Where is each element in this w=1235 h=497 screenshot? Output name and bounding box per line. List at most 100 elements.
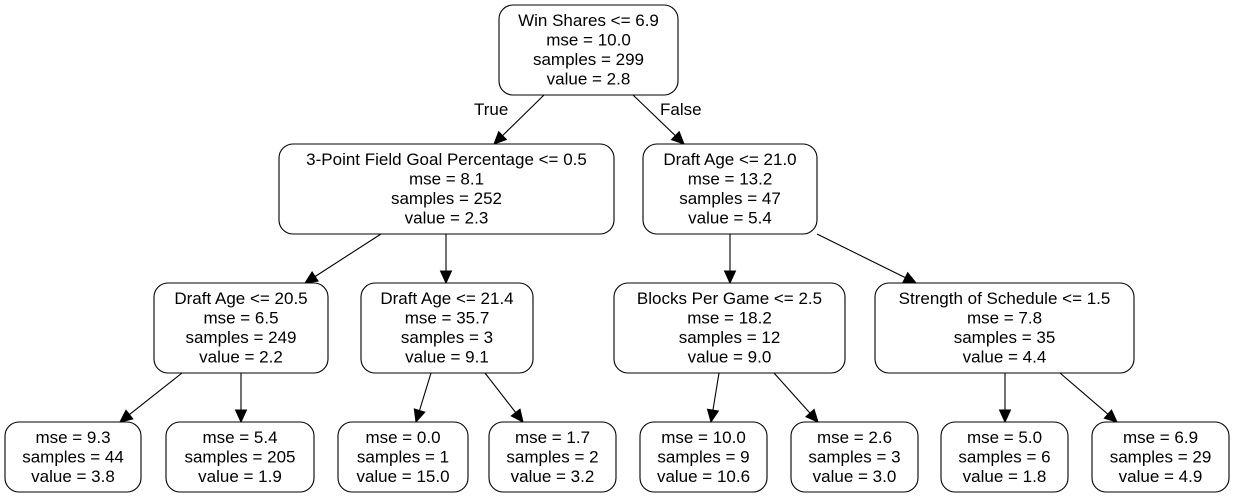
node-box [153,282,329,374]
edge-line [129,372,183,415]
edge-n3-n8 [234,373,248,424]
node-box [1091,421,1230,493]
edge-line [314,233,382,277]
edge-n4-n9 [413,372,432,424]
node-text-line: samples = 1 [357,448,449,467]
node-text-line: mse = 18.2 [687,309,772,328]
node-text-line: value = 1.9 [198,467,282,486]
node-text-line: value = 5.4 [688,209,772,228]
node-text-line: mse = 6.5 [203,309,278,328]
node-text-line: samples = 2 [506,448,598,467]
node-text-line: value = 1.8 [963,467,1047,486]
edge-n2-n5 [723,234,737,285]
node-text-line: mse = 10.0 [546,31,631,50]
node-text-line: samples = 3 [401,328,493,347]
node-text-line: samples = 35 [954,328,1056,347]
node-text-line: value = 9.0 [688,348,772,367]
node-text-line: mse = 1.7 [515,428,590,447]
node-text-line: samples = 205 [184,448,295,467]
arrow-head-icon [706,408,720,424]
node-text-line: mse = 9.3 [35,428,110,447]
node-text-line: mse = 35.7 [405,309,490,328]
node-text-line: value = 15.0 [356,467,449,486]
node-text-line: samples = 44 [22,448,124,467]
node-text-line: value = 2.3 [405,209,489,228]
edge-line [418,372,432,411]
node-text-line: mse = 10.0 [661,428,746,447]
arrow-head-icon [303,270,319,284]
edge-line [773,372,811,414]
node-text-line: samples = 29 [1110,448,1212,467]
edge-n1-n4 [439,234,453,285]
node-text-line: Blocks Per Game <= 2.5 [637,289,822,308]
arrow-head-icon [413,408,426,424]
edge-n3-n7 [119,372,183,423]
node-text-line: Draft Age <= 21.4 [380,289,513,308]
node-text-line: Strength of Schedule <= 1.5 [899,289,1111,308]
node-text-line: samples = 9 [657,448,749,467]
node-text-line: 3-Point Field Goal Percentage <= 0.5 [306,150,587,169]
node-box [4,421,142,493]
arrow-head-icon [723,270,737,285]
edge-n6-n13 [998,373,1012,424]
node-text-line: samples = 6 [958,448,1050,467]
node-text-line: value = 10.6 [657,467,750,486]
node-text-line: value = 9.1 [405,348,489,367]
edge-line [816,233,906,279]
node-box [488,421,617,493]
edge-line [484,372,517,413]
node-text-line: mse = 2.6 [817,428,892,447]
node-box [642,143,818,235]
node-box [337,421,469,493]
node-box [874,282,1135,374]
node-text-line: value = 4.4 [963,348,1047,367]
node-text-line: Draft Age <= 20.5 [174,289,307,308]
edge-n5-n12 [773,372,819,423]
node-box [498,4,679,96]
edge-label: True [474,100,508,119]
node-box [278,143,615,235]
node-box [940,421,1069,493]
node-text-line: value = 3.8 [31,467,115,486]
node-box [639,421,768,493]
arrow-head-icon [902,271,918,284]
node-text-line: value = 3.2 [511,467,595,486]
node-text-line: samples = 252 [391,189,502,208]
node-text-line: mse = 13.2 [688,170,773,189]
arrow-head-icon [804,408,819,423]
edge-line [502,94,545,136]
node-text-line: Win Shares <= 6.9 [518,11,659,30]
arrow-head-icon [670,130,685,145]
edge-n6-n14 [1059,372,1118,423]
edge-n5-n11 [706,372,720,424]
node-text-line: Draft Age <= 21.0 [663,150,796,169]
node-text-line: samples = 299 [533,50,644,69]
node-text-line: mse = 6.9 [1123,428,1198,447]
edge-line [712,372,720,411]
node-text-line: value = 2.2 [199,348,283,367]
node-text-line: mse = 5.0 [967,428,1042,447]
node-text-line: mse = 0.0 [365,428,440,447]
arrow-head-icon [493,130,508,145]
edge-n2-n6 [816,233,918,284]
arrow-head-icon [510,408,524,423]
arrow-head-icon [998,409,1012,424]
arrow-head-icon [439,270,453,285]
node-text-line: value = 4.9 [1119,467,1203,486]
node-text-line: samples = 3 [808,448,900,467]
node-box [165,421,315,493]
node-text-line: samples = 249 [185,328,296,347]
